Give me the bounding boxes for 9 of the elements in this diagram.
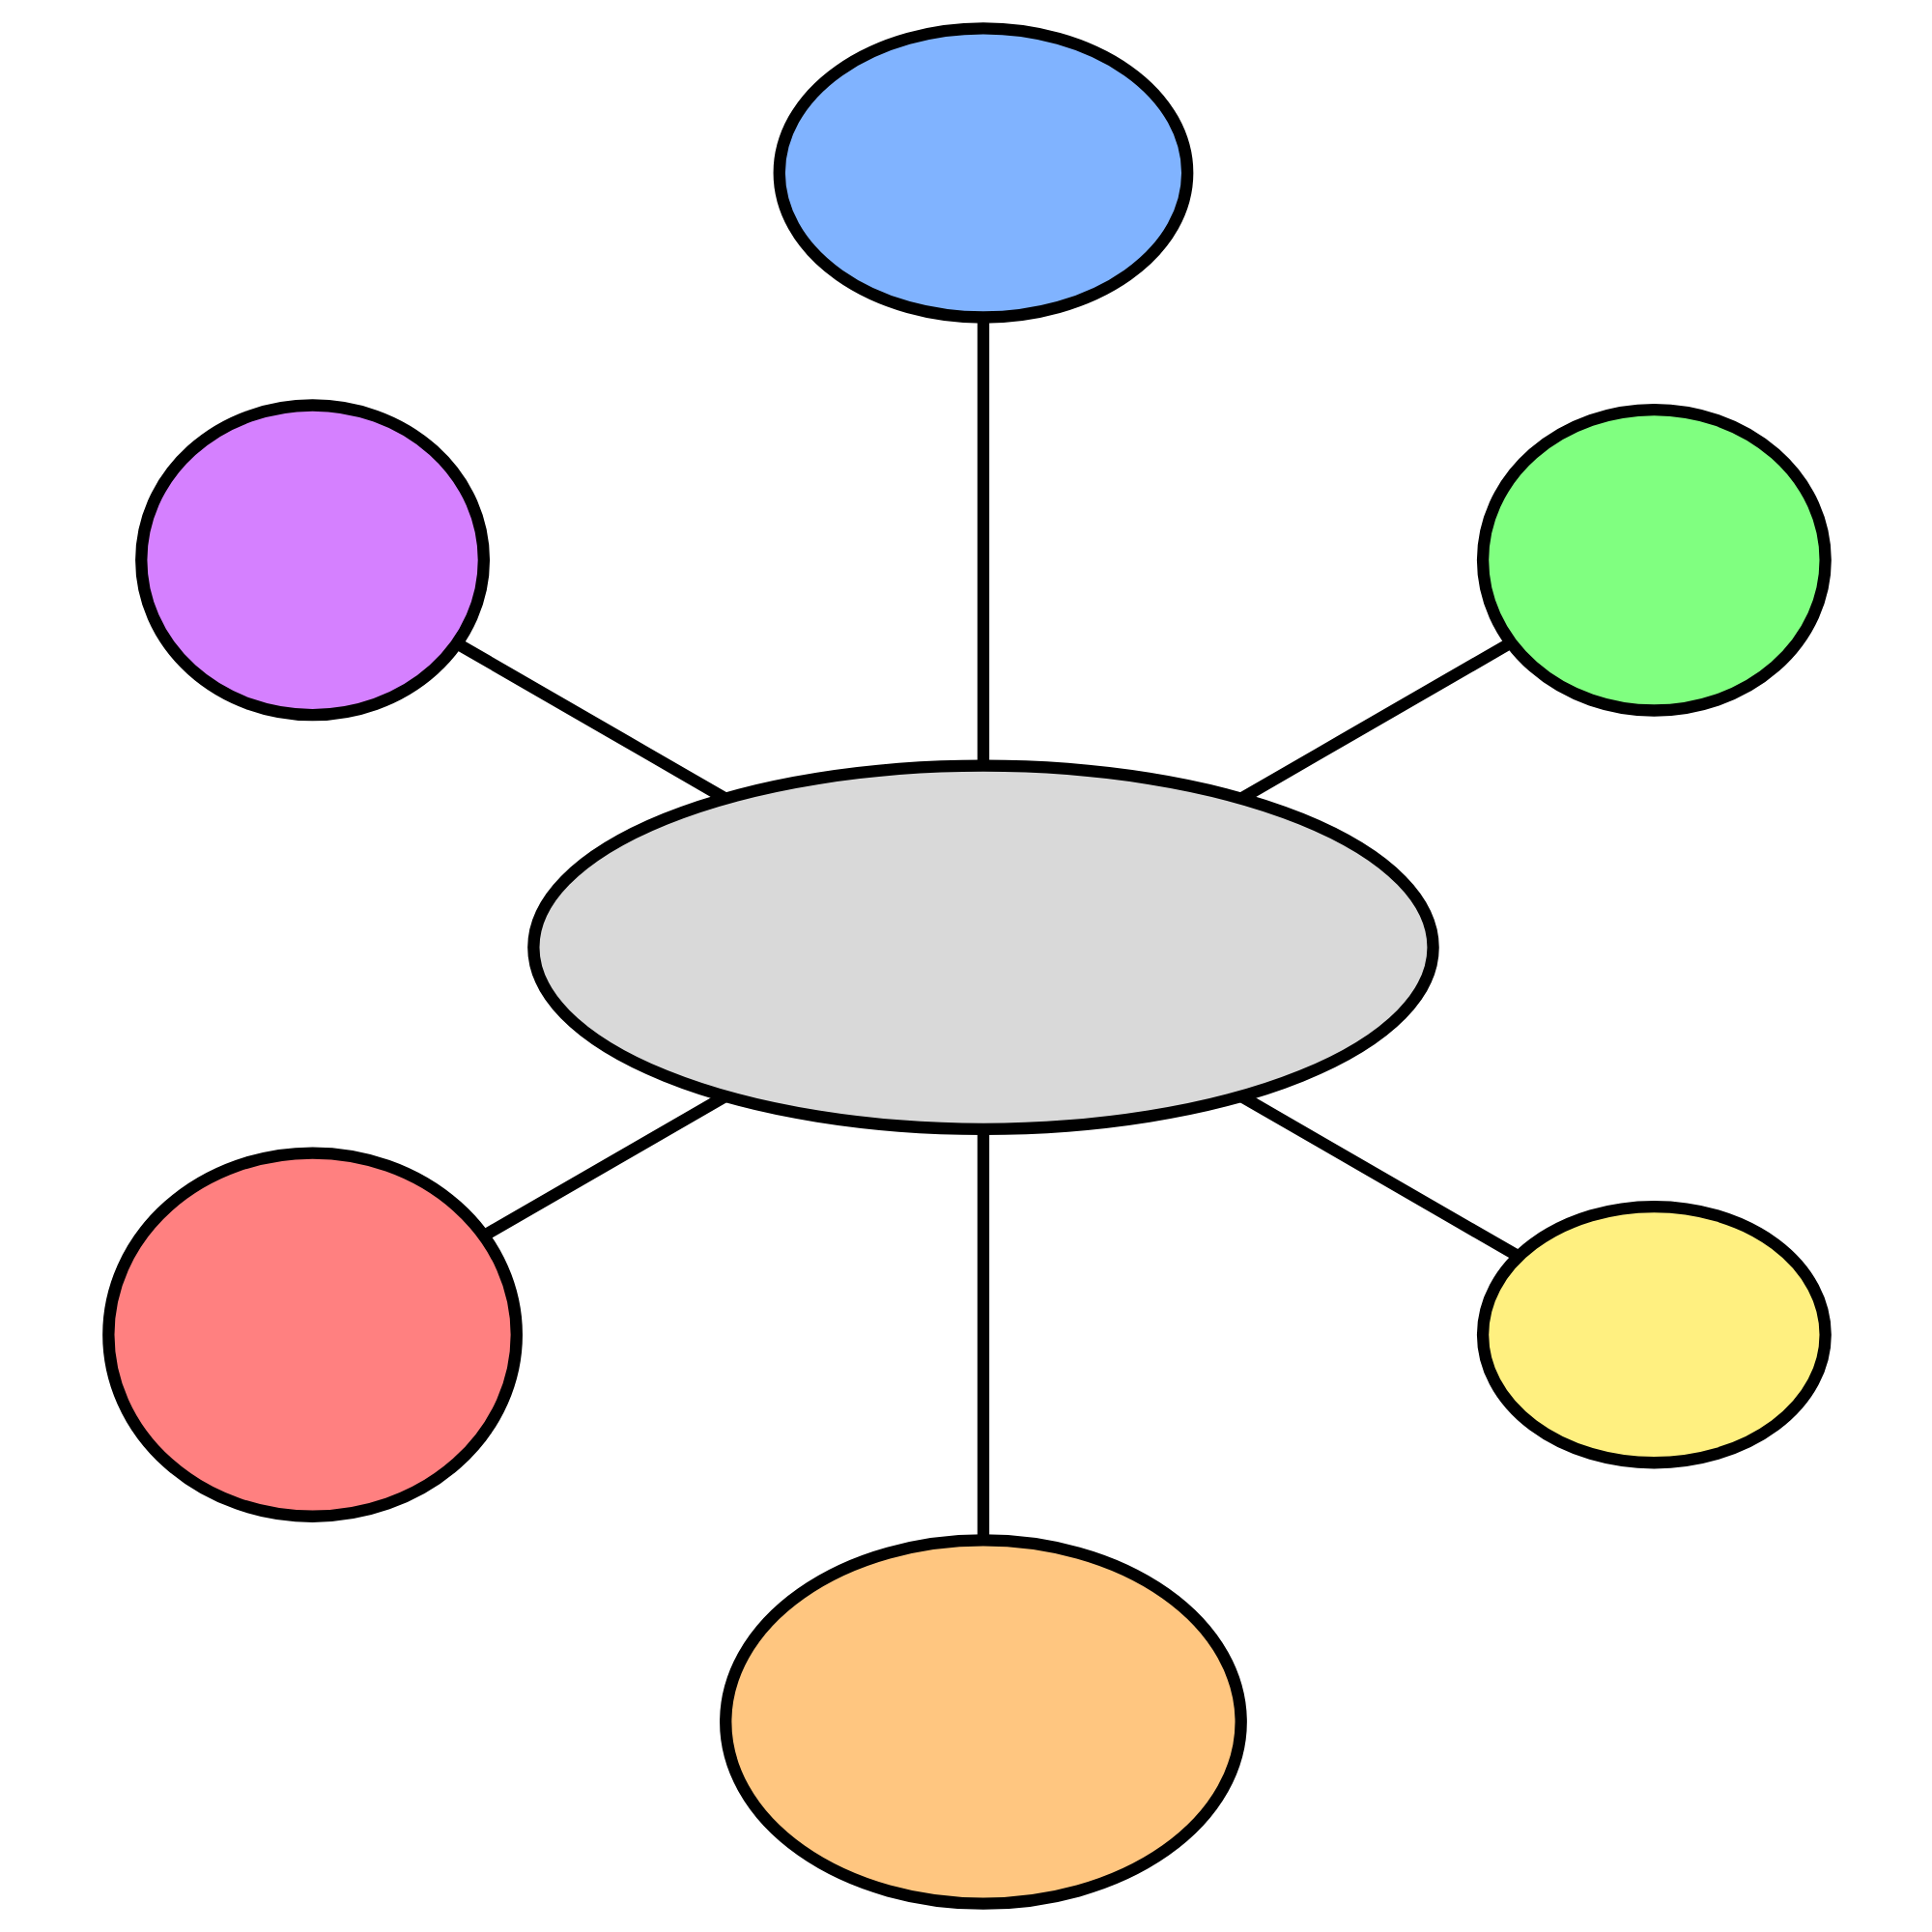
connector (976, 318, 989, 765)
node-ellipse (772, 22, 1193, 324)
connector (976, 1129, 989, 1540)
node-ellipse (134, 399, 490, 722)
node-ellipse (719, 1534, 1246, 1910)
node-ellipse (526, 759, 1438, 1135)
node-ellipse (1475, 403, 1831, 717)
node-ellipse (1475, 1200, 1831, 1469)
node-ellipse (101, 1147, 522, 1522)
